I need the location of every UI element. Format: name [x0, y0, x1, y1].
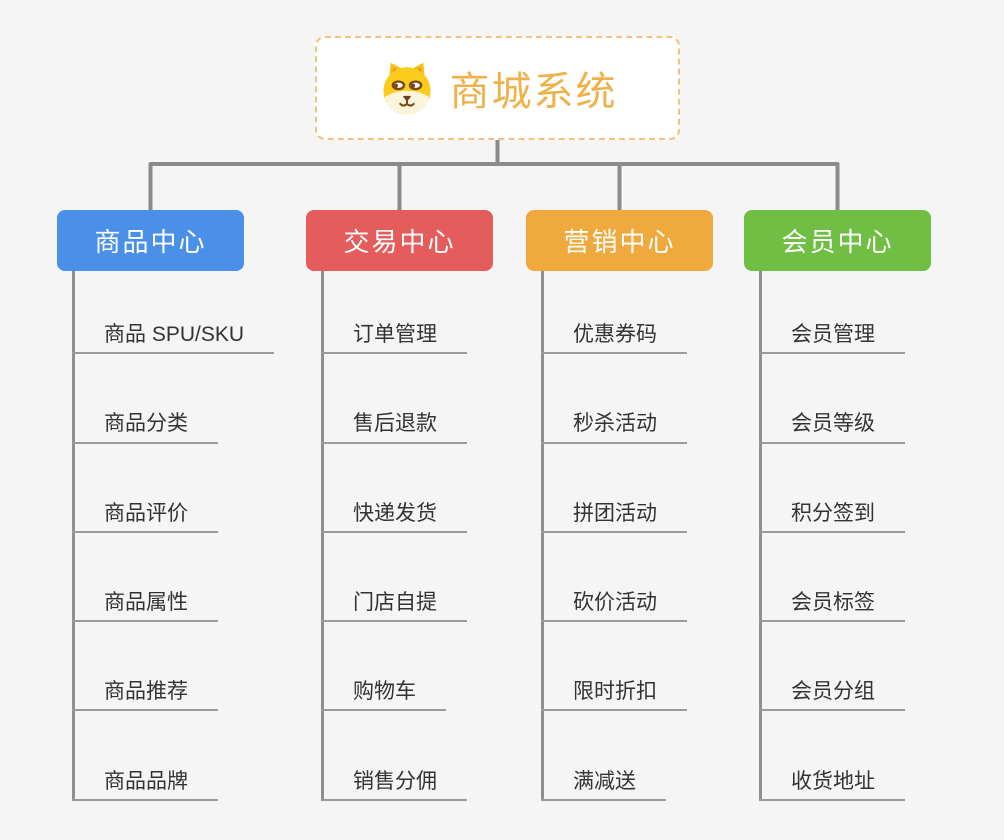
topic-item[interactable]: 满减送 — [541, 711, 687, 801]
branch-column-2: 交易中心 订单管理售后退款快递发货门店自提购物车销售分佣 — [306, 210, 556, 830]
topic-label: 满减送 — [541, 769, 666, 801]
topic-item[interactable]: 会员等级 — [759, 354, 905, 444]
topic-item[interactable]: 商品品牌 — [72, 711, 274, 801]
topic-label: 秒杀活动 — [541, 411, 687, 444]
branch-label: 会员中心 — [781, 227, 894, 257]
branch-trunk-line — [321, 271, 324, 801]
topic-item[interactable]: 售后退款 — [321, 354, 467, 444]
topic-item[interactable]: 商品 SPU/SKU — [72, 265, 275, 355]
topic-label: 商品评价 — [72, 501, 218, 533]
topic-label: 限时折扣 — [541, 679, 687, 712]
topic-label: 积分签到 — [759, 501, 905, 533]
topic-item[interactable]: 购物车 — [321, 622, 467, 712]
topic-label: 拼团活动 — [541, 501, 687, 533]
branch-column-4: 会员中心 会员管理会员等级积分签到会员标签会员分组收货地址 — [744, 210, 994, 830]
topic-label: 商品 SPU/SKU — [72, 322, 275, 355]
topic-list: 商品 SPU/SKU 商品分类商品评价商品属性商品推荐商品品牌 — [72, 265, 275, 801]
topic-item[interactable]: 限时折扣 — [541, 622, 687, 712]
topic-label: 商品属性 — [72, 590, 218, 623]
topic-item[interactable]: 收货地址 — [759, 711, 905, 801]
branch-node[interactable]: 会员中心 — [744, 210, 931, 271]
topic-list: 优惠券码秒杀活动拼团活动砍价活动限时折扣满减送 — [541, 265, 687, 801]
branch-column-1: 商品中心 商品 SPU/SKU 商品分类商品评价商品属性商品推荐商品品牌 — [57, 210, 307, 830]
topic-label: 商品品牌 — [72, 769, 218, 801]
topic-label: 会员标签 — [759, 590, 905, 623]
topic-item[interactable]: 订单管理 — [321, 265, 467, 355]
root-node-mall-system[interactable]: 商城系统 — [315, 36, 680, 140]
topic-label: 会员分组 — [759, 679, 905, 712]
topic-label: 商品分类 — [72, 411, 218, 444]
topic-label: 商品推荐 — [72, 679, 218, 712]
topic-item[interactable]: 商品推荐 — [72, 622, 274, 712]
topic-item[interactable]: 商品属性 — [72, 533, 274, 623]
branch-label: 商品中心 — [94, 227, 207, 257]
topic-item[interactable]: 砍价活动 — [541, 533, 687, 623]
topic-item[interactable]: 秒杀活动 — [541, 354, 687, 444]
topic-label: 会员管理 — [759, 322, 905, 355]
topic-label: 门店自提 — [321, 590, 467, 623]
branch-label: 交易中心 — [343, 227, 456, 257]
branch-trunk-line — [72, 271, 75, 801]
branch-node[interactable]: 商品中心 — [57, 210, 244, 271]
topic-item[interactable]: 会员管理 — [759, 265, 905, 355]
branch-trunk-line — [541, 271, 544, 801]
topic-label: 收货地址 — [759, 769, 905, 801]
topic-label: 销售分佣 — [321, 769, 467, 801]
topic-item[interactable]: 销售分佣 — [321, 711, 467, 801]
branch-label: 营销中心 — [563, 227, 676, 257]
branch-column-3: 营销中心 优惠券码秒杀活动拼团活动砍价活动限时折扣满减送 — [526, 210, 776, 830]
branch-trunk-line — [759, 271, 762, 801]
topic-item[interactable]: 快递发货 — [321, 444, 467, 533]
topic-label: 会员等级 — [759, 411, 905, 444]
topic-item[interactable]: 积分签到 — [759, 444, 905, 533]
shiba-dog-icon — [383, 62, 430, 115]
topic-label: 订单管理 — [321, 322, 467, 355]
topic-item[interactable]: 拼团活动 — [541, 444, 687, 533]
branch-node[interactable]: 营销中心 — [526, 210, 713, 271]
topic-list: 会员管理会员等级积分签到会员标签会员分组收货地址 — [759, 265, 905, 801]
topic-label: 砍价活动 — [541, 590, 687, 623]
topic-label: 售后退款 — [321, 411, 467, 444]
topic-label: 快递发货 — [321, 501, 467, 533]
topic-item[interactable]: 会员标签 — [759, 533, 905, 623]
topic-item[interactable]: 门店自提 — [321, 533, 467, 623]
topic-label: 购物车 — [321, 679, 446, 712]
connector-path — [148, 140, 840, 210]
branch-node[interactable]: 交易中心 — [306, 210, 493, 271]
topic-item[interactable]: 会员分组 — [759, 622, 905, 712]
topic-label: 优惠券码 — [541, 322, 687, 355]
root-title: 商城系统 — [449, 70, 618, 114]
topic-item[interactable]: 商品分类 — [72, 354, 274, 444]
topic-item[interactable]: 优惠券码 — [541, 265, 687, 355]
topic-list: 订单管理售后退款快递发货门店自提购物车销售分佣 — [321, 265, 467, 801]
topic-item[interactable]: 商品评价 — [72, 444, 274, 533]
